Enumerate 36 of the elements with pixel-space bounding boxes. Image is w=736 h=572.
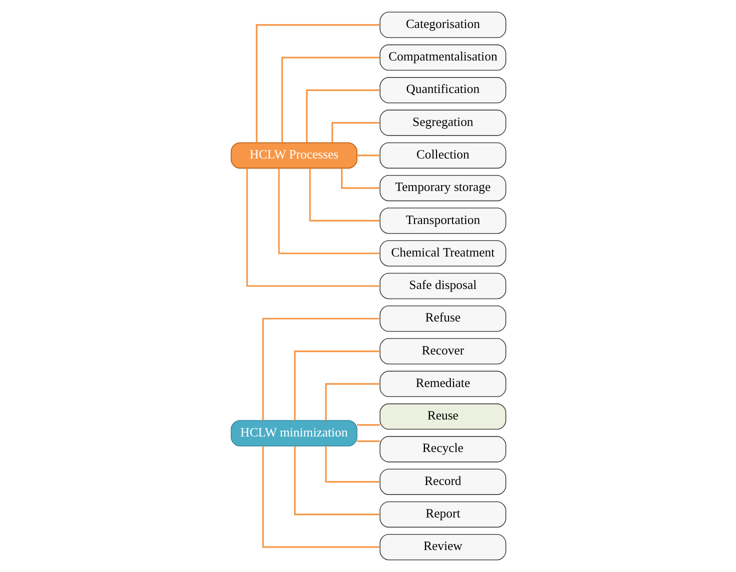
connector <box>330 122 380 143</box>
connector <box>340 168 380 189</box>
node-box: Collection <box>379 142 506 169</box>
node-box: Categorisation <box>379 12 506 38</box>
connector <box>280 56 380 143</box>
node-box: Recover <box>379 338 506 364</box>
connector <box>294 350 380 420</box>
connector <box>308 168 380 222</box>
node-box: HCLW minimization <box>230 420 357 446</box>
connector <box>306 89 380 143</box>
node-box: Quantification <box>379 77 506 104</box>
node-box: Reuse <box>379 403 506 430</box>
node-box: Record <box>379 468 506 495</box>
node-box: Chemical Treatment <box>379 240 506 266</box>
connector <box>324 446 380 483</box>
node-box: Safe disposal <box>379 272 506 300</box>
node-box: Remediate <box>379 370 506 398</box>
node-box: Recycle <box>379 436 506 462</box>
node-box: Temporary storage <box>379 174 506 202</box>
connector <box>356 154 380 156</box>
connector <box>356 440 380 442</box>
connector <box>255 24 380 143</box>
connector <box>278 168 380 254</box>
node-box: HCLW Processes <box>230 142 357 169</box>
connector <box>324 383 380 420</box>
connector <box>356 424 380 426</box>
node-box: Refuse <box>379 306 506 332</box>
connector <box>294 446 380 516</box>
connector <box>262 446 380 548</box>
node-box: Compatmentalisation <box>379 44 506 71</box>
node-box: Segregation <box>379 110 506 136</box>
node-box: Review <box>379 534 506 560</box>
node-box: Transportation <box>379 208 506 234</box>
connector <box>262 318 380 420</box>
node-box: Report <box>379 501 506 528</box>
connector <box>246 168 380 287</box>
